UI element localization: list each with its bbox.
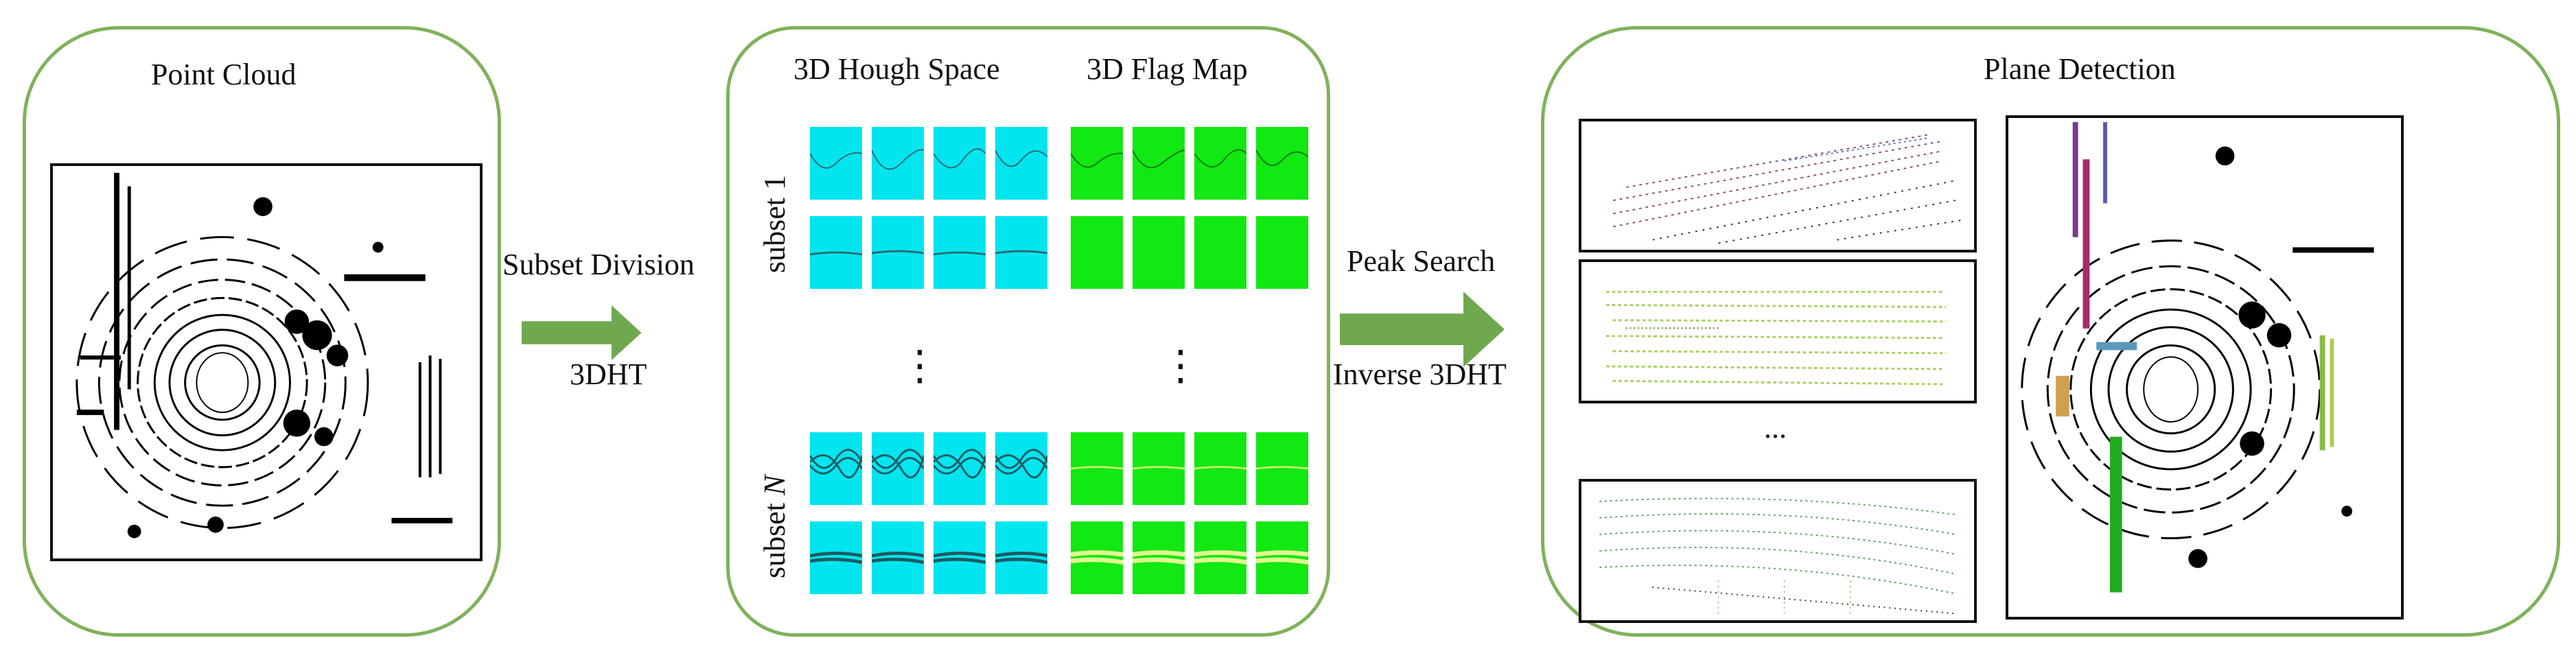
detected-plane-view-1: [1579, 119, 1977, 252]
lidar-scan-graphic: [76, 172, 453, 539]
point-cloud-panel: Point Cloud: [23, 26, 501, 637]
flag-cell: [1193, 431, 1248, 506]
detected-plane-view-2: [1579, 259, 1977, 403]
arrow-1-shape: [522, 305, 642, 360]
hough-cell: [809, 520, 863, 596]
flag-grid-subset-n: [1069, 431, 1310, 596]
hough-cell: [870, 431, 925, 506]
point-cloud-title: Point Cloud: [151, 58, 297, 91]
arrow-1-top-label: Subset Division: [502, 248, 695, 281]
flag-cell: [1193, 215, 1248, 290]
hough-grid-subset-1: [809, 126, 1049, 290]
flag-vertical-ellipsis: ⋮: [1160, 343, 1201, 388]
hough-cell: [870, 126, 925, 201]
hough-cell: [932, 520, 987, 596]
hough-cell: [809, 431, 863, 506]
subset-division-arrow: Subset Division 3DHT: [501, 247, 728, 405]
flag-cell: [1131, 126, 1186, 201]
detected-plane-view-3: [1579, 479, 1977, 623]
flag-cell: [1255, 215, 1310, 290]
hough-flag-panel: 3D Hough Space 3D Flag Map subset 1 subs…: [726, 26, 1330, 637]
flag-cell: [1069, 215, 1124, 290]
hough-cell: [994, 126, 1049, 201]
flag-cell: [1193, 520, 1248, 596]
flag-cell: [1193, 126, 1248, 201]
hough-cell: [870, 215, 925, 290]
point-cloud-image: [50, 163, 483, 561]
hough-vertical-ellipsis: ⋮: [899, 343, 940, 388]
flag-cell: [1069, 126, 1124, 201]
flag-cell: [1255, 126, 1310, 201]
hough-cell: [809, 215, 863, 290]
plane-detection-title: Plane Detection: [1984, 52, 2176, 86]
detected-planes-overview: [2006, 115, 2404, 620]
flag-map-title: 3D Flag Map: [1087, 52, 1248, 86]
hough-cell: [994, 520, 1049, 596]
arrow-2-shape: [1340, 292, 1505, 367]
flag-cell: [1131, 215, 1186, 290]
subset-n-label: subset N: [757, 475, 792, 578]
flag-cell: [1255, 431, 1310, 506]
subset-n-prefix: subset: [758, 495, 791, 578]
flag-grid-subset-1: [1069, 126, 1310, 290]
detection-ellipsis: ...: [1764, 411, 1787, 445]
arrow-1-bottom-label: 3DHT: [570, 357, 647, 391]
plane-detection-panel: Plane Detection ...: [1541, 26, 2560, 637]
hough-cell: [932, 431, 987, 506]
flag-cell: [1069, 431, 1124, 506]
arrow-2-top-label: Peak Search: [1347, 244, 1496, 278]
peak-search-arrow: Peak Search Inverse 3DHT: [1332, 244, 1538, 401]
flag-cell: [1255, 520, 1310, 596]
hough-space-title: 3D Hough Space: [793, 52, 1000, 86]
hough-cell: [809, 126, 863, 201]
subset-1-label: subset 1: [758, 175, 791, 273]
hough-cell: [994, 431, 1049, 506]
arrow-2-bottom-label: Inverse 3DHT: [1333, 357, 1507, 391]
hough-grid-subset-n: [809, 431, 1049, 596]
subset-n-var: N: [758, 475, 791, 495]
hough-cell: [932, 126, 987, 201]
flag-cell: [1069, 520, 1124, 596]
hough-cell: [870, 520, 925, 596]
flag-cell: [1131, 520, 1186, 596]
hough-cell: [932, 215, 987, 290]
hough-cell: [994, 215, 1049, 290]
flag-cell: [1131, 431, 1186, 506]
